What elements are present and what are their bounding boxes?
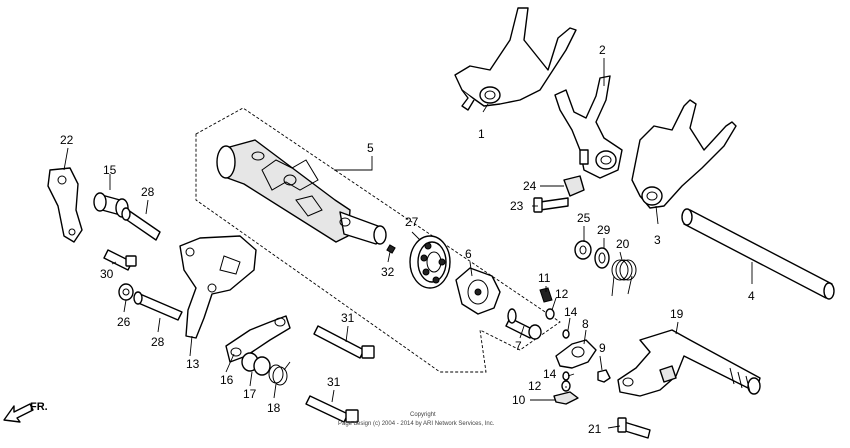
- spring: [562, 329, 570, 339]
- shift-arm: [225, 315, 291, 363]
- washer-hole: [579, 245, 587, 255]
- callout-28-lower: 28: [151, 335, 165, 349]
- washer: [574, 240, 592, 260]
- dowel-28-upper: [121, 207, 161, 241]
- plate-hole-2: [68, 228, 76, 236]
- front-direction-arrow: FR.: [3, 401, 48, 423]
- callout-4: 4: [748, 289, 755, 303]
- collar: [594, 247, 610, 269]
- shift-fork-1: [454, 7, 577, 111]
- callout-3: 3: [654, 233, 661, 247]
- callout-29: 29: [597, 223, 611, 237]
- front-label: FR.: [30, 401, 48, 413]
- washer-26-hole: [122, 288, 130, 296]
- plate-hole: [57, 175, 67, 185]
- bolt-21: [617, 417, 651, 439]
- callout-8: 8: [582, 317, 589, 331]
- callout-32: 32: [381, 265, 395, 279]
- shift-drum: [216, 139, 387, 245]
- copyright-line-2: Page design (c) 2004 - 2014 by ARI Netwo…: [338, 421, 495, 427]
- drum-assembly-outline: [195, 107, 561, 373]
- gearshift-spindle: [617, 329, 761, 397]
- bolt: [533, 197, 569, 213]
- callout-20: 20: [616, 237, 630, 251]
- callout-5: 5: [367, 141, 374, 155]
- shift-fork-2: [554, 75, 623, 179]
- shift-fork-shaft: [681, 208, 835, 300]
- callout-17: 17: [243, 387, 257, 401]
- copyright-line-1: Copyright: [410, 412, 436, 418]
- return-spring: [611, 259, 637, 297]
- drum-center: [455, 267, 501, 315]
- callout-15: 15: [103, 163, 117, 177]
- callout-9: 9: [599, 341, 606, 355]
- shift-fork-3: [631, 99, 737, 209]
- spring-18: [268, 361, 291, 386]
- callout-23: 23: [510, 199, 524, 213]
- callout-12-upper: 12: [555, 287, 569, 301]
- callout-7: 7: [515, 339, 522, 353]
- bolt-31-upper: [313, 325, 375, 359]
- callout-10: 10: [512, 393, 526, 407]
- bolt-31-lower: [305, 395, 359, 423]
- drum-pin: [539, 287, 553, 303]
- callout-31-upper: 31: [341, 311, 355, 325]
- callout-28-upper: 28: [141, 185, 155, 199]
- stopper-arm: [555, 339, 597, 369]
- special-bolt: [505, 308, 542, 340]
- washer-26: [118, 283, 134, 301]
- callout-12-lower: 12: [528, 379, 542, 393]
- dowel-pin: [545, 308, 555, 320]
- nut: [597, 369, 611, 383]
- bearing: [409, 235, 451, 289]
- leader-lines: [63, 58, 753, 429]
- bracket: [179, 235, 257, 339]
- callout-14-lower: 14: [543, 367, 557, 381]
- callout-30: 30: [100, 267, 114, 281]
- callout-18: 18: [267, 401, 281, 415]
- stopper-plate-22: [47, 167, 83, 243]
- callout-26: 26: [117, 315, 131, 329]
- callout-31-lower: 31: [327, 375, 341, 389]
- callout-11: 11: [538, 271, 551, 285]
- callout-6: 6: [465, 247, 472, 261]
- callout-25: 25: [577, 211, 591, 225]
- bolt-30: [103, 249, 137, 271]
- callout-19: 19: [670, 307, 684, 321]
- callout-2: 2: [599, 43, 606, 57]
- callout-1: 1: [478, 127, 485, 141]
- callout-16: 16: [220, 373, 234, 387]
- stopper-plate: [553, 391, 579, 405]
- callout-27: 27: [405, 215, 419, 229]
- roller: [241, 352, 271, 376]
- guide-plate: [563, 175, 585, 197]
- callout-14-upper: 14: [564, 305, 578, 319]
- collar-hole: [598, 252, 606, 264]
- dowel-28-lower: [133, 291, 183, 321]
- callout-24: 24: [523, 179, 537, 193]
- callout-21: 21: [588, 422, 602, 436]
- callout-22: 22: [60, 133, 74, 147]
- pin: [386, 244, 396, 254]
- callout-13: 13: [186, 357, 200, 371]
